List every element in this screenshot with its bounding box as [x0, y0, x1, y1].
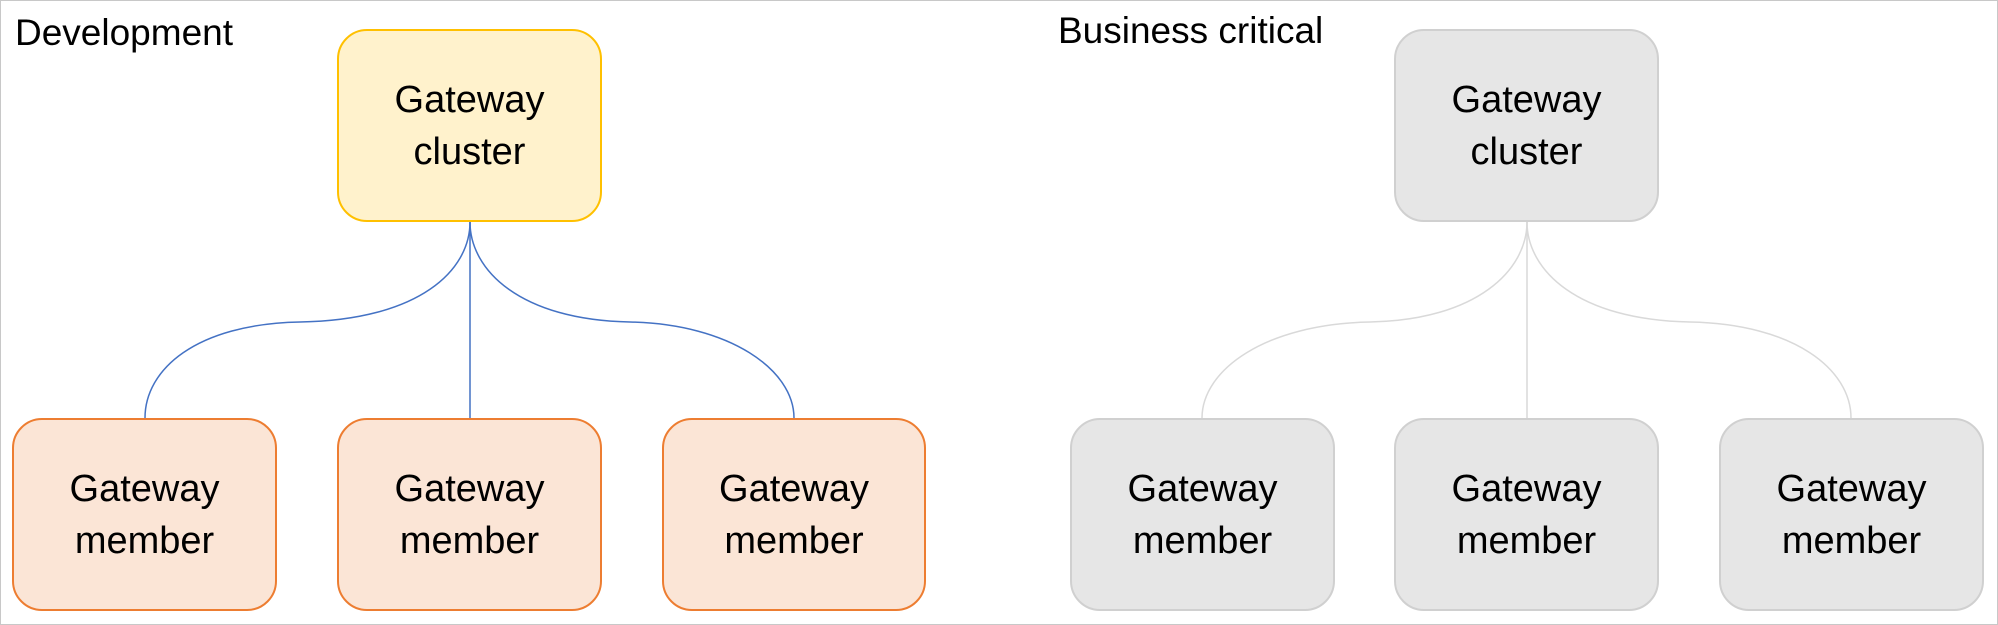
bc-gateway-member-1-label: Gateway member [1127, 467, 1278, 562]
dev-gateway-member-1: Gateway member [12, 418, 277, 611]
bc-gateway-member-2-label: Gateway member [1451, 467, 1602, 562]
bc-gateway-member-1: Gateway member [1070, 418, 1335, 611]
bc-gateway-member-3: Gateway member [1719, 418, 1984, 611]
bc-connector-right [1526, 221, 1852, 419]
dev-gateway-cluster: Gateway cluster [337, 29, 602, 222]
bc-gateway-cluster: Gateway cluster [1394, 29, 1659, 222]
dev-gateway-member-2: Gateway member [337, 418, 602, 611]
dev-connector-left [144, 221, 471, 419]
dev-gateway-member-2-label: Gateway member [394, 467, 545, 562]
dev-gateway-cluster-label: Gateway cluster [394, 78, 545, 173]
dev-gateway-member-3: Gateway member [662, 418, 926, 611]
dev-gateway-member-3-label: Gateway member [719, 467, 869, 562]
dev-connector-right [469, 221, 795, 419]
bc-gateway-member-3-label: Gateway member [1776, 467, 1927, 562]
bc-connector-left [1201, 221, 1528, 419]
bc-gateway-cluster-label: Gateway cluster [1451, 78, 1602, 173]
bc-gateway-member-2: Gateway member [1394, 418, 1659, 611]
development-title: Development [15, 12, 234, 53]
business-critical-title: Business critical [1058, 10, 1324, 51]
dev-gateway-member-1-label: Gateway member [69, 467, 220, 562]
